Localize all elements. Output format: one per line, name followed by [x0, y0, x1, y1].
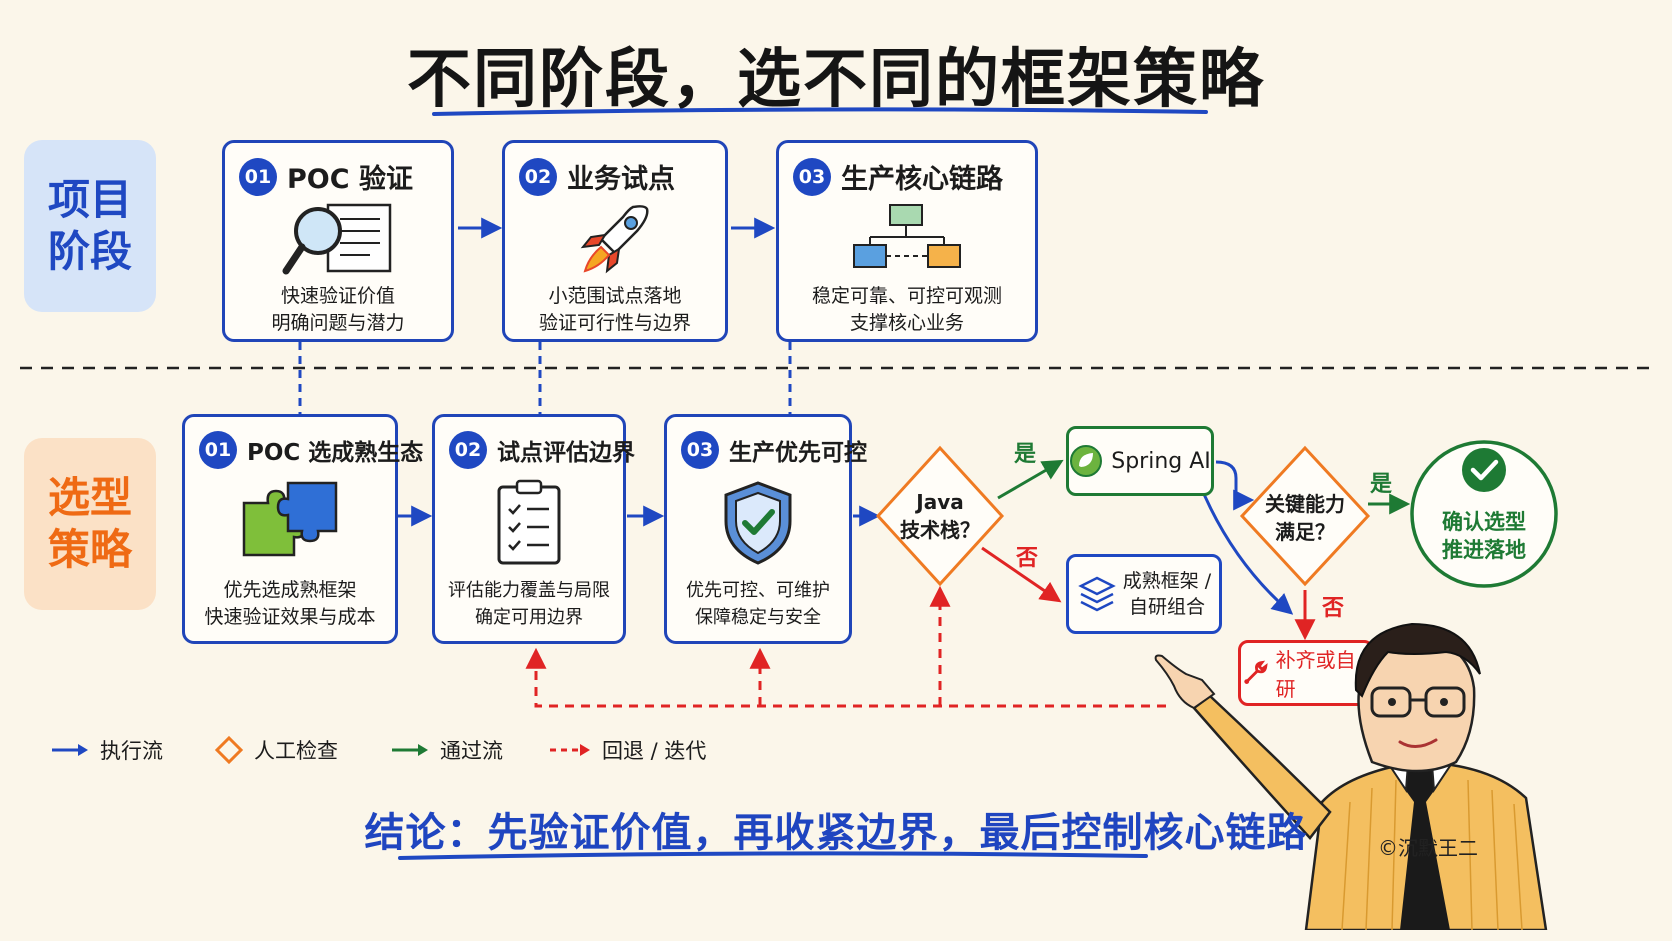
stage-card-poc: 01 POC 验证 快速验证价值明确问题与潜力	[222, 140, 454, 342]
combo-arrow	[1196, 479, 1294, 615]
strategy-title: POC 选成熟生态	[247, 440, 424, 466]
presenter-illustration	[1154, 622, 1548, 930]
stage-desc-line1: 小范围试点落地	[548, 285, 682, 307]
feedback-loop-1	[525, 647, 1166, 708]
project-stage-label: 项目 阶段	[24, 140, 156, 312]
strategy-card-pilot: 02 试点评估边界 评估能力覆盖与局限确定可用边界	[432, 414, 635, 644]
clipboard-checklist-icon	[435, 477, 623, 567]
page-title: 不同阶段，选不同的框架策略	[407, 43, 1265, 117]
stage-title: POC 验证	[287, 164, 413, 195]
java-yes-label: 是	[1014, 442, 1037, 467]
strategy-desc-line2: 快速验证效果与成本	[204, 606, 376, 628]
spring-to-check-arrow	[1215, 460, 1255, 511]
mature-combo-label: 成熟框架 / 自研组合	[1122, 570, 1212, 618]
selection-strategy-label: 选型 策略	[24, 438, 156, 610]
supplement-label: 补齐或自研	[1275, 648, 1356, 701]
capability-yes-label: 是	[1370, 472, 1393, 497]
stage-desc-line1: 稳定可靠、可控可观测	[811, 285, 1002, 307]
strategy-number-badge: 03	[681, 431, 719, 469]
supplement-box: 补齐或自研	[1238, 640, 1374, 706]
legend-rollback-iterate: 回退 / 迭代	[548, 735, 706, 765]
confirm-circle	[1410, 440, 1558, 588]
orange-diamond-icon	[214, 735, 244, 765]
java-no-arrow	[981, 546, 1062, 603]
flowchart-icon	[779, 201, 1035, 277]
rocket-icon	[505, 201, 725, 277]
puzzle-icon	[185, 477, 395, 561]
strategy-card-poc: 01 POC 选成熟生态 优先选成熟框架快速验证效果与成本	[182, 414, 423, 644]
java-decision-diamond	[875, 445, 1005, 587]
confirm-label: 确认选型 推进落地	[1442, 510, 1526, 562]
capability-decision-text: 关键能力 满足？	[1265, 492, 1345, 544]
capability-decision-diamond	[1239, 445, 1371, 587]
strategy-title: 生产优先可控	[729, 440, 867, 466]
strategy-desc-line1: 优先可控、可维护	[686, 580, 830, 601]
java-yes-arrow	[997, 459, 1064, 500]
strategy-desc-line1: 优先选成熟框架	[223, 579, 357, 601]
java-decision-text: Java 技术栈？	[900, 490, 980, 542]
stage-card-pilot: 02 业务试点 小范围试点落地验证可行性与边界	[502, 140, 728, 342]
conclusion-text: 结论：先验证价值，再收紧边界，最后控制核心链路	[364, 810, 1308, 856]
strategy-number-badge: 02	[449, 431, 487, 469]
java-no-label: 否	[1016, 546, 1039, 571]
stage-card-production: 03 生产核心链路 稳定可靠、可控可观测支撑核心业务	[776, 140, 1038, 342]
stage-desc-line2: 支撑核心业务	[849, 312, 964, 334]
green-arrow-icon	[392, 744, 428, 756]
legend-label: 回退 / 迭代	[602, 739, 707, 763]
shield-check-icon	[667, 479, 849, 567]
legend-manual-check: 人工检查	[214, 735, 338, 765]
magnifier-document-icon	[225, 201, 451, 277]
stage-title: 生产核心链路	[841, 164, 1003, 195]
blue-arrow-icon	[52, 744, 88, 756]
strategy-number-badge: 01	[199, 431, 237, 469]
author-credit: ©沉默王二	[1378, 836, 1478, 860]
strategy-desc-line2: 保障稳定与安全	[695, 607, 821, 628]
strategy-desc-line1: 评估能力覆盖与局限	[448, 580, 610, 601]
confirm-check-icon	[1462, 448, 1506, 492]
strategy-desc-line2: 确定可用边界	[475, 607, 583, 628]
title-underline	[432, 107, 1208, 116]
spring-leaf-icon	[1070, 445, 1103, 477]
wrench-icon	[1244, 660, 1268, 684]
stage-number-badge: 01	[239, 157, 277, 196]
stage-title: 业务试点	[567, 164, 675, 195]
strategy-card-production: 03 生产优先可控 优先可控、可维护保障稳定与安全	[664, 414, 867, 644]
mature-combo-box: 成熟框架 / 自研组合	[1066, 554, 1222, 634]
strategy-title: 试点评估边界	[497, 440, 635, 466]
stage-desc-line2: 明确问题与潜力	[271, 312, 405, 334]
spring-ai-box: Spring AI	[1066, 426, 1214, 496]
layers-icon	[1077, 576, 1116, 612]
stage-number-badge: 03	[793, 157, 831, 196]
red-dashed-arrow-icon	[550, 744, 590, 756]
legend-execution-flow: 执行流	[50, 735, 163, 765]
stage-desc-line2: 验证可行性与边界	[538, 312, 691, 334]
legend-label: 通过流	[440, 739, 503, 763]
stage-number-badge: 02	[519, 157, 557, 196]
legend-pass-flow: 通过流	[390, 735, 503, 765]
legend-label: 人工检查	[254, 739, 338, 763]
capability-no-label: 否	[1322, 596, 1345, 621]
conclusion-underline	[398, 851, 1148, 860]
spring-ai-label: Spring AI	[1111, 448, 1211, 474]
legend-label: 执行流	[100, 739, 163, 763]
stage-desc-line1: 快速验证价值	[280, 285, 395, 307]
